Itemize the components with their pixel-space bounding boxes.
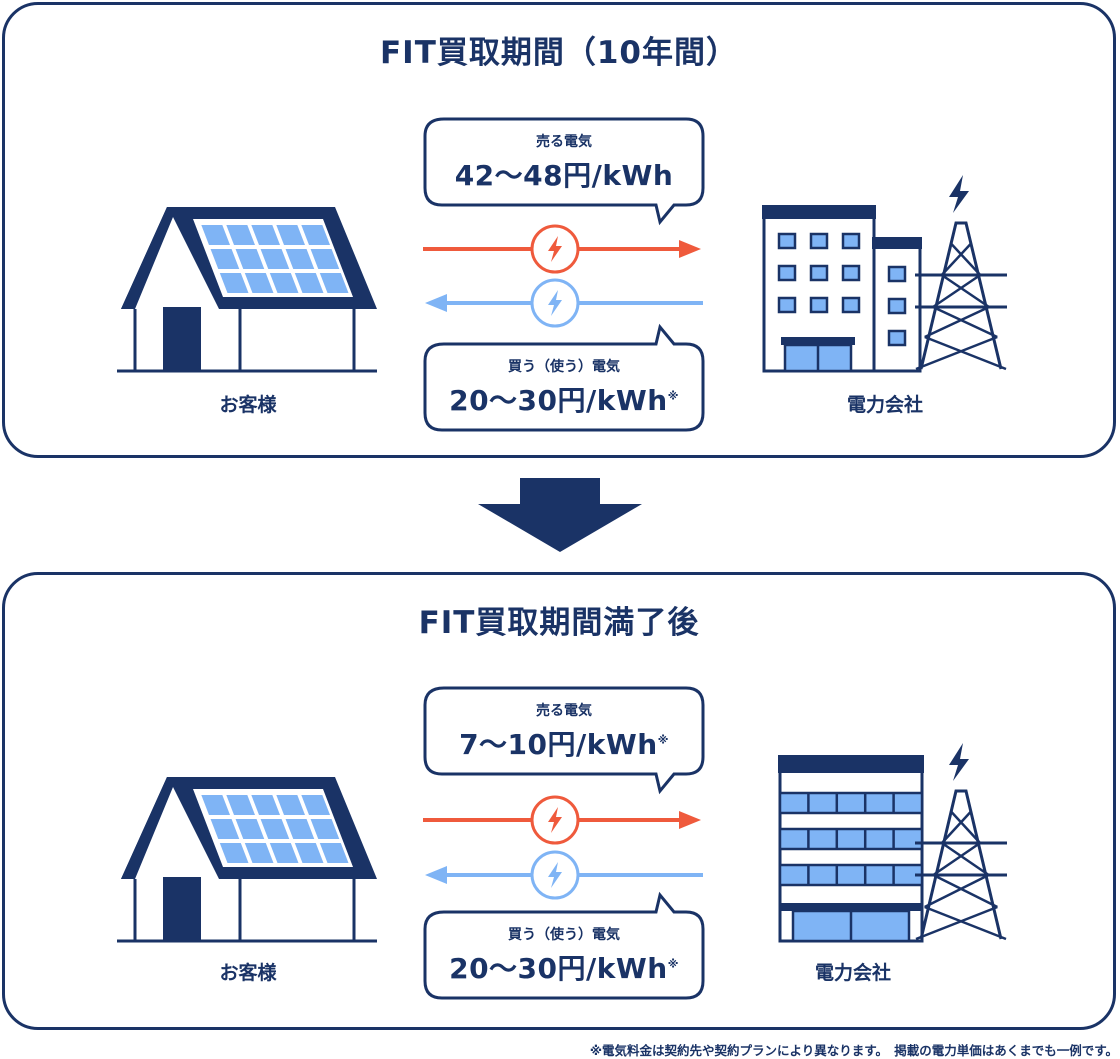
post-fit-panel: FIT買取期間満了後 売る電気 7〜10円/kWh※ 買う（使う）電気 20〜3… [2, 572, 1116, 1030]
panel-title: FIT買取期間満了後 [418, 605, 700, 641]
sell-price-value: 7〜10円/kWh [459, 728, 658, 761]
buy-price-bubble: 買う（使う）電気 20〜30円/kWh※ [423, 891, 705, 1000]
customer-label: お客様 [219, 394, 277, 416]
buy-arrow [425, 850, 703, 900]
buy-label: 買う（使う）電気 [508, 927, 620, 943]
fit-period-panel: FIT買取期間（10年間） 売る電気 42〜48円/kWh 買う（使う）電気 2… [2, 2, 1116, 458]
panel-illustration [117, 175, 1007, 373]
buy-price-value: 20〜30円/kWh [449, 952, 668, 985]
buy-price-bubble: 買う（使う）電気 20〜30円/kWh※ [423, 323, 705, 432]
sell-label: 売る電気 [536, 134, 592, 150]
note-mark: ※ [667, 389, 679, 403]
building-icon [762, 205, 922, 373]
company-label: 電力会社 [814, 962, 891, 984]
house-solar-icon [117, 777, 377, 943]
buy-price: 20〜30円/kWh※ [424, 379, 704, 419]
buy-price: 20〜30円/kWh※ [424, 947, 704, 987]
customer-label: お客様 [219, 962, 277, 984]
sell-price-bubble: 売る電気 42〜48円/kWh [423, 117, 705, 226]
note-mark: ※ [667, 957, 679, 971]
bubble-shape [423, 117, 705, 226]
footnote: ※電気料金は契約先や契約プランにより異なります。 掲載の電力単価はあくまでも一例… [589, 1043, 1118, 1058]
bubble-shape [423, 686, 705, 795]
building-icon [778, 755, 924, 943]
buy-label: 買う（使う）電気 [508, 359, 620, 375]
power-tower-icon [915, 743, 1007, 941]
sell-price-value: 42〜48円/kWh [454, 159, 674, 192]
bubble-shape [423, 323, 705, 432]
power-tower-icon [915, 175, 1007, 371]
sell-arrow [423, 224, 701, 274]
sell-price: 42〜48円/kWh [424, 154, 704, 194]
buy-arrow [425, 278, 703, 328]
buy-price-value: 20〜30円/kWh [449, 384, 668, 417]
sell-arrow [423, 795, 701, 845]
panel-illustration [117, 743, 1007, 943]
down-arrow-icon [478, 478, 642, 552]
note-mark: ※ [657, 733, 669, 747]
panel-title: FIT買取期間（10年間） [380, 35, 738, 71]
sell-price-bubble: 売る電気 7〜10円/kWh※ [423, 686, 705, 795]
bubble-shape [423, 891, 705, 1000]
sell-price: 7〜10円/kWh※ [424, 723, 704, 763]
house-solar-icon [117, 207, 377, 373]
sell-label: 売る電気 [536, 703, 592, 719]
company-label: 電力会社 [846, 394, 923, 416]
